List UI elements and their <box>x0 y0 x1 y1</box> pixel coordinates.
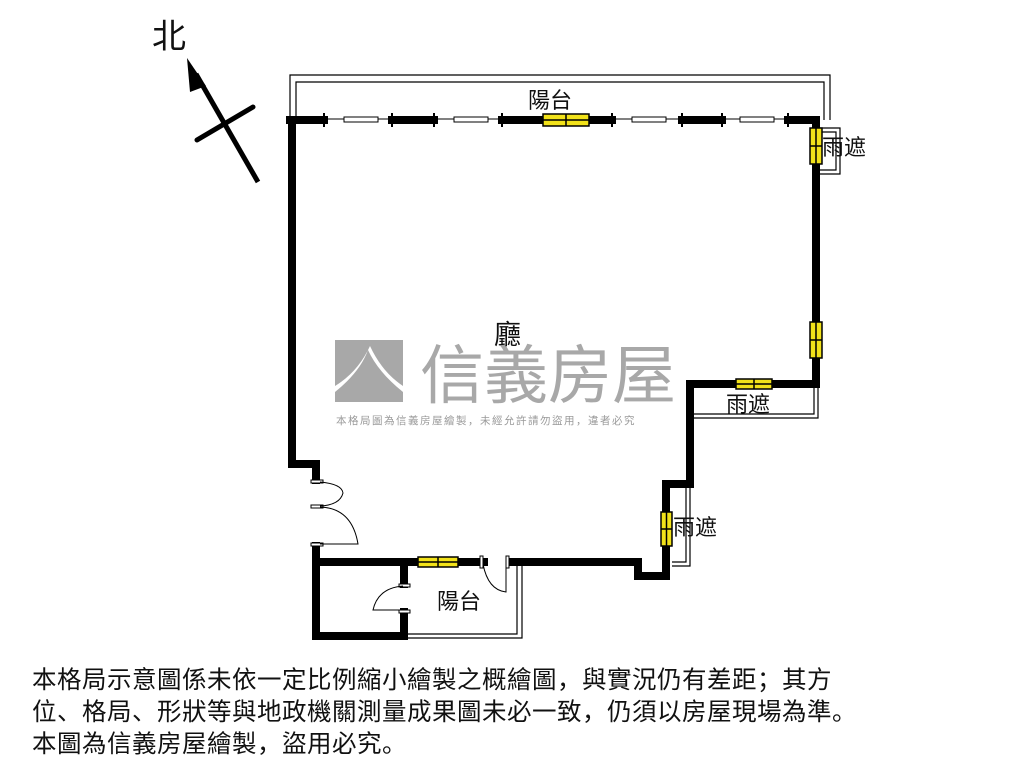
window-middle <box>735 378 773 390</box>
room-label-awning-lower: 雨遮 <box>673 516 717 541</box>
balcony-top-outline <box>289 74 831 120</box>
doors <box>310 479 510 614</box>
window-top <box>542 113 590 127</box>
compass-crossbar <box>194 104 256 143</box>
window-lower <box>660 511 673 547</box>
balcony-door <box>479 555 510 593</box>
yellow-windows <box>417 113 823 568</box>
compass-label: 北 <box>152 17 186 57</box>
north-arrow-icon <box>187 58 206 92</box>
small-room-door <box>372 583 411 614</box>
window-right-top <box>809 127 823 165</box>
disclaimer-text: 本格局示意圖係未依一定比例縮小繪製之概繪圖，與實況仍有差距；其方 位、格局、形狀… <box>32 664 1012 760</box>
north-compass: 北 <box>152 17 261 184</box>
disclaimer-line-1: 本格局示意圖係未依一定比例縮小繪製之概繪圖，與實況仍有差距；其方 <box>32 665 832 694</box>
balcony-bottom-outline <box>408 564 523 639</box>
room-label-living: 廳 <box>494 320 521 351</box>
awning-lower-outline <box>672 486 691 567</box>
watermark-notice: 本格局圖為信義房屋繪製，未經允許請勿盜用，違者必究 <box>336 414 636 427</box>
window-right-mid <box>809 321 823 359</box>
awning-middle-outline <box>692 386 819 419</box>
disclaimer-line-3: 本圖為信義房屋繪製，盜用必究。 <box>32 729 407 758</box>
entry-double-door <box>310 479 359 547</box>
window-bottom <box>417 556 459 568</box>
room-label-awning-middle: 雨遮 <box>726 393 770 418</box>
top-sliding-windows <box>323 113 789 127</box>
compass-shaft <box>193 72 261 184</box>
room-label-balcony-top: 陽台 <box>528 89 572 114</box>
room-label-awning-top-right: 雨遮 <box>822 136 866 161</box>
watermark-brand: 信義房屋 <box>420 340 676 414</box>
room-label-balcony-bottom: 陽台 <box>437 590 481 615</box>
watermark-logo: 信義房屋 本格局圖為信義房屋繪製，未經允許請勿盜用，違者必究 <box>335 340 676 427</box>
disclaimer-line-2: 位、格局、形狀等與地政機關測量成果圖未必一致，仍須以房屋現場為準。 <box>32 697 857 726</box>
awning-top-right-outline <box>820 127 841 175</box>
